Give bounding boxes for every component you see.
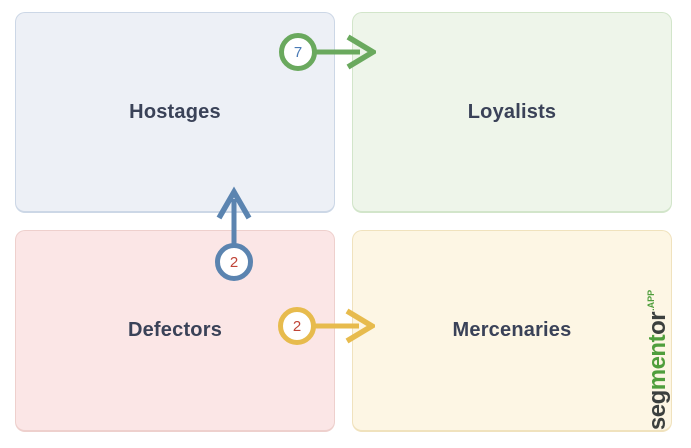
flow-count-value: 7 [293, 43, 303, 61]
flow-count-value: 2 [229, 253, 239, 271]
flow-count-badge-defectors-mercenaries[interactable]: 2 [278, 307, 316, 345]
logo-text-or: or [644, 311, 671, 335]
quadrant-loyalists[interactable]: Loyalists [352, 12, 672, 213]
flow-count-badge-hostages-loyalists[interactable]: 7 [279, 33, 317, 71]
quadrant-label-loyalists: Loyalists [467, 100, 557, 123]
flow-count-value: 2 [292, 317, 302, 335]
arrow-right-icon [313, 308, 375, 344]
flow-count-badge-defectors-hostages[interactable]: 2 [215, 243, 253, 281]
quadrant-mercenaries[interactable]: Mercenaries [352, 230, 672, 432]
quadrant-label-defectors: Defectors [127, 319, 223, 341]
quadrant-label-hostages: Hostages [129, 100, 221, 123]
logo-text-app-tld: .APP [646, 289, 656, 311]
logo-text-seg: seg [644, 390, 671, 431]
arrow-right-icon [314, 34, 376, 70]
arrow-up-icon [216, 186, 252, 245]
quadrant-label-mercenaries: Mercenaries [452, 319, 572, 341]
logo-text-ment: ment [644, 334, 671, 391]
